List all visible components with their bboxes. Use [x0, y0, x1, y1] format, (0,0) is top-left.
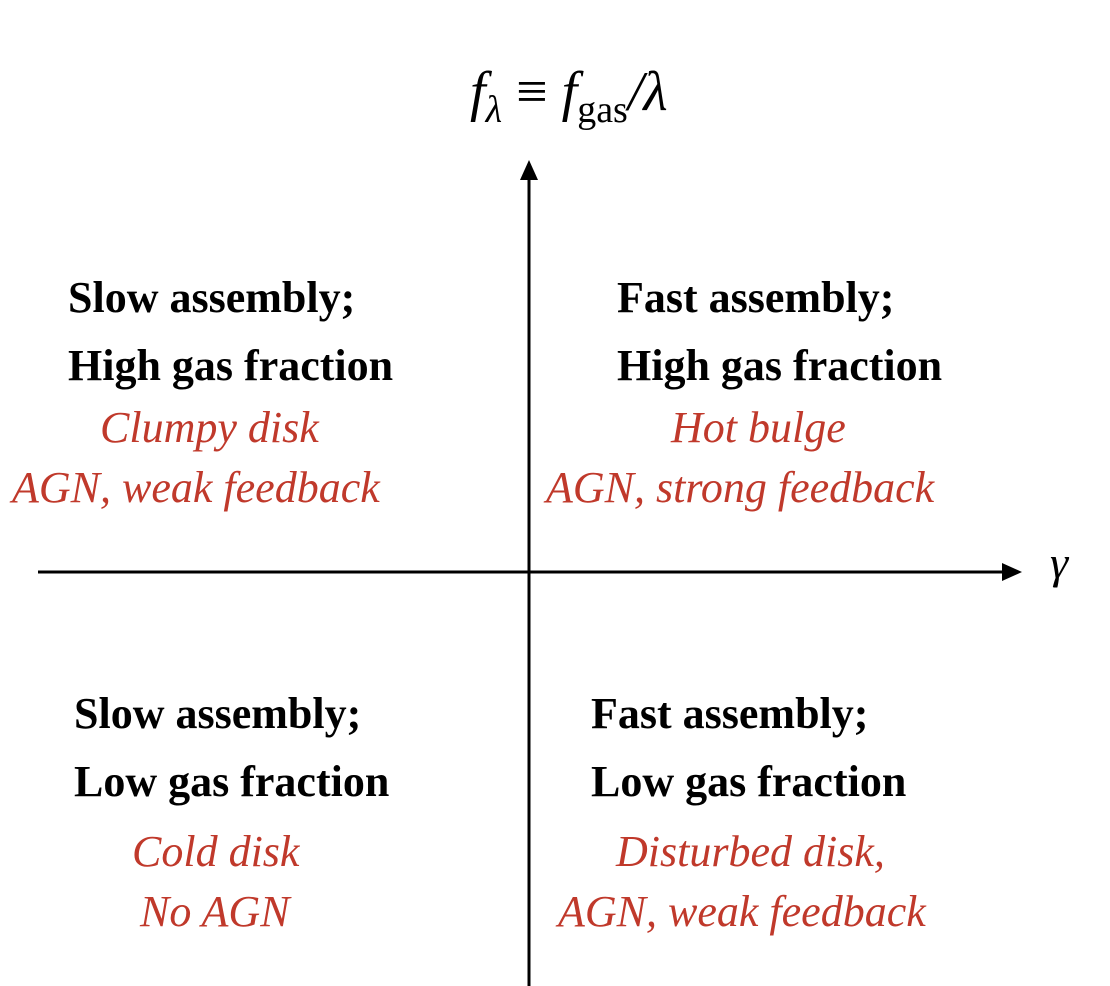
bottom-left-heading-2: Low gas fraction — [74, 757, 390, 806]
y-label-rhs-tail: /λ — [627, 61, 668, 123]
top-left-heading-1: Slow assembly; — [68, 273, 356, 322]
y-axis-arrowhead — [520, 160, 538, 180]
top-left-note-1: Clumpy disk — [100, 403, 319, 452]
y-label-f-sub: λ — [485, 89, 503, 131]
top-right-heading-1: Fast assembly; — [617, 273, 895, 322]
bottom-right-heading-2: Low gas fraction — [591, 757, 907, 806]
top-left-heading-2: High gas fraction — [68, 341, 394, 390]
bottom-right-heading-1: Fast assembly; — [591, 689, 869, 738]
bottom-left-heading-1: Slow assembly; — [74, 689, 362, 738]
bottom-right-note-2: AGN, weak feedback — [558, 887, 926, 936]
bottom-left-note-1: Cold disk — [132, 827, 300, 876]
top-left-note-2: AGN, weak feedback — [12, 463, 380, 512]
y-label-equiv: ≡ — [516, 61, 548, 123]
bottom-left-note-2: No AGN — [140, 887, 290, 936]
y-axis-label: fλ ≡ fgas/λ — [470, 61, 668, 129]
y-label-rhs-f: f — [561, 61, 578, 123]
top-right-heading-2: High gas fraction — [617, 341, 943, 390]
bottom-right-note-1: Disturbed disk, — [616, 827, 885, 876]
x-axis-label: γ — [1050, 537, 1069, 588]
y-label-f: f — [470, 61, 486, 123]
top-right-note-1: Hot bulge — [671, 403, 846, 452]
x-axis-arrowhead — [1002, 563, 1022, 581]
top-right-note-2: AGN, strong feedback — [546, 463, 935, 512]
y-label-rhs-sub: gas — [577, 89, 628, 131]
